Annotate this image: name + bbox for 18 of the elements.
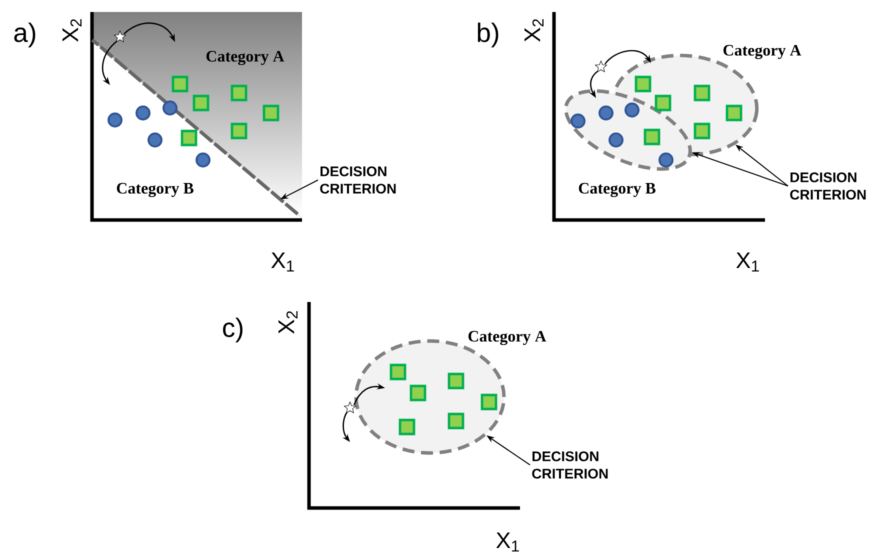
category-label: Category B [116,182,194,198]
category-label: Category B [578,182,656,198]
annotation-text: DECISION CRITERION [532,451,608,479]
panel-label: c) [223,318,242,342]
axis-label: X$_{2}$ [524,19,544,42]
decision-line [90,38,300,216]
category-label: Category A [468,330,546,346]
axis-label: X$_{1}$ [271,252,294,272]
category-label: Category A [206,50,284,66]
annotation-text: DECISION CRITERION [790,172,866,200]
panel-label: a) [14,22,36,48]
axis-label: X$_{1}$ [496,532,519,552]
axis-label: X$_{1}$ [736,252,759,272]
annotation-text: DECISION CRITERION [320,166,396,194]
axis-label: X$_{2}$ [62,19,82,42]
panel-label: b) [478,22,498,48]
category-label: Category A [723,44,802,60]
axis-label: X$_{2}$ [278,311,298,334]
